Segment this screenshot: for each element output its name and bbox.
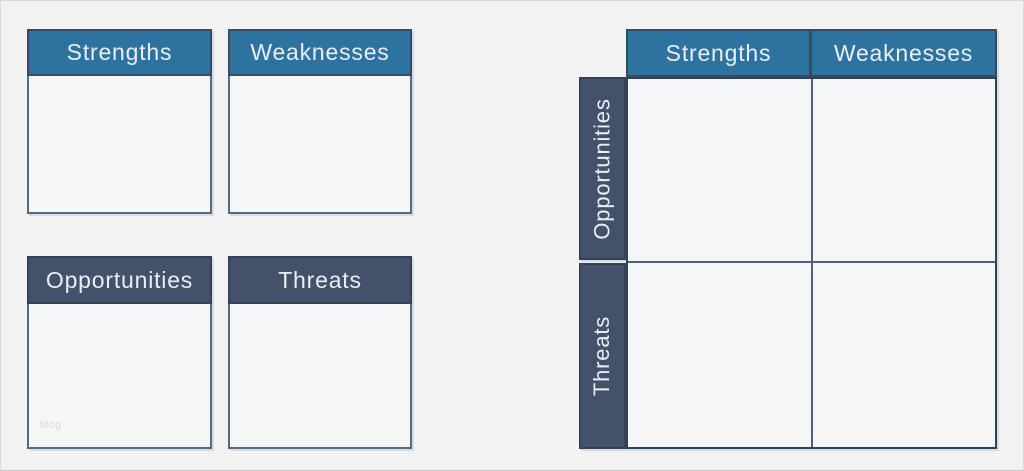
matrix-column-header-weaknesses: Weaknesses <box>811 29 997 77</box>
matrix-column-header-strengths-label: Strengths <box>665 39 772 66</box>
matrix-cell-threats-weaknesses <box>813 263 995 447</box>
matrix-row-header-threats: Threats <box>579 263 626 449</box>
swot-panel-opportunities-header: Opportunities <box>27 256 212 304</box>
matrix-cell-opportunities-strengths <box>628 79 811 261</box>
matrix-row-header-opportunities-label: Opportunities <box>589 97 615 240</box>
swot-panel-threats-header: Threats <box>228 256 412 304</box>
swot-panel-strengths-label: Strengths <box>66 39 173 65</box>
matrix-column-header-strengths: Strengths <box>626 29 811 77</box>
matrix-row-header-opportunities: Opportunities <box>579 77 626 260</box>
swot-panel-threats-label: Threats <box>278 266 362 293</box>
swot-panel-opportunities-body: blog <box>27 304 212 449</box>
swot-panel-threats: Threats <box>228 256 412 449</box>
watermark-blog: blog <box>39 419 62 431</box>
swot-panel-weaknesses-body <box>228 76 412 214</box>
matrix-row-header-threats-label: Threats <box>589 315 615 397</box>
swot-panel-strengths-header: Strengths <box>27 29 212 76</box>
matrix-column-header-weaknesses-label: Weaknesses <box>833 39 974 66</box>
matrix-cell-threats-strengths <box>628 263 811 447</box>
swot-panel-strengths-body <box>27 76 212 214</box>
swot-panel-strengths: Strengths <box>27 29 212 214</box>
matrix-grid <box>626 77 997 449</box>
swot-panel-weaknesses: Weaknesses <box>228 29 412 214</box>
swot-panel-opportunities: Opportunities blog <box>27 256 212 449</box>
swot-panel-opportunities-label: Opportunities <box>45 266 194 293</box>
swot-panel-threats-body <box>228 304 412 449</box>
matrix-cell-opportunities-weaknesses <box>813 79 995 261</box>
swot-panel-weaknesses-header: Weaknesses <box>228 29 412 76</box>
swot-panel-weaknesses-label: Weaknesses <box>250 39 390 65</box>
